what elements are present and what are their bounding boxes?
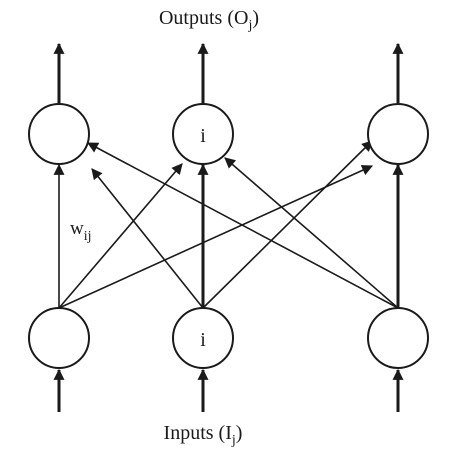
input-node-left [28,307,90,369]
inputs-label-close: ) [236,422,243,444]
weight-label-main: w [70,218,84,239]
weight-label-subscript: ij [84,229,92,244]
vertical-connections [53,163,404,308]
lower-nodes: i [28,307,429,369]
connection-middle-to-left [91,168,204,309]
connection-left-to-middle [58,163,183,309]
input-arrows [53,368,404,412]
inputs-label-subscript: j [231,433,236,448]
outputs-label-subscript: j [247,18,252,33]
upper-nodes: i [28,103,429,165]
outputs-label-main: Outputs (O [159,7,248,29]
input-node-middle [172,307,234,369]
output-node-left [28,103,90,165]
weight-label: wij [70,218,92,244]
output-node-middle [172,103,234,165]
output-node-right [367,103,429,165]
diagonal-connections [58,140,399,309]
outputs-label-close: ) [252,7,259,29]
input-node-right [367,307,429,369]
connection-left-to-right [58,165,374,309]
connection-middle-to-right [202,140,373,309]
outputs-label: Outputs (Oj) [159,7,259,33]
output-node-middle-label: i [200,125,206,147]
input-node-middle-label: i [200,329,206,351]
connection-right-to-middle [224,157,399,309]
output-arrows [53,42,404,103]
inputs-label-main: Inputs (I [164,422,232,444]
inputs-label: Inputs (Ij) [164,422,243,448]
connection-right-to-left [87,142,399,309]
